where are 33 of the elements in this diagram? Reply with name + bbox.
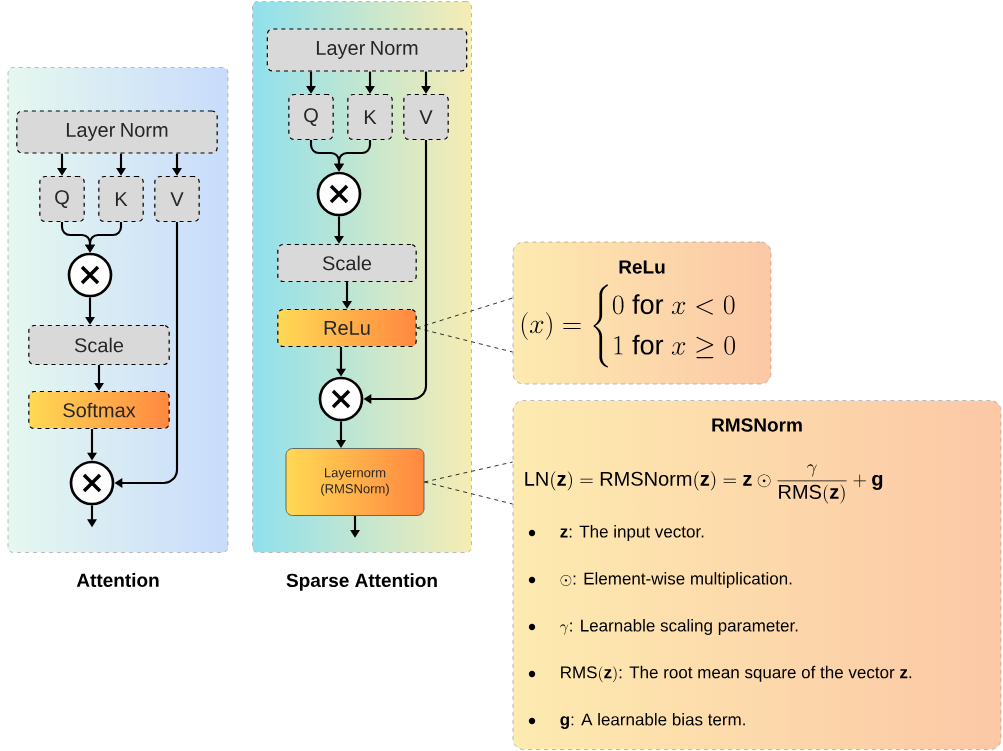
- arrow: [336, 421, 346, 448]
- process-box: K: [347, 93, 393, 141]
- bullet-item: $\mathbf{z}\text{: The input vector.}$: [528, 525, 704, 541]
- multiply-circle: [316, 171, 362, 217]
- formula: $\mathrm{LN}(\mathbf{z}) = \mathrm{RMSNorm}(\mathbf{z}) = \mathbf{z} \odot \frac{\gamma}{\mathrm{RMS}(\mathbf{z})} + \mathbf{g}$: [525, 464, 883, 504]
- process-box: V: [154, 175, 200, 223]
- leader-line: [424, 461, 514, 483]
- process-box: Layer Norm: [266, 28, 468, 72]
- process-box: Softmax: [28, 390, 170, 430]
- formula: $(x) = \begin{cases} 0 \mathrm{\ for\ } x < 0 \\ 1 \mathrm{\ for\ } x \geq 0 \end{cases}$: [521, 284, 735, 368]
- multiply-circle: [69, 460, 115, 506]
- multiply-circle: [318, 376, 364, 422]
- panel-title: Sparse Attention: [286, 573, 437, 591]
- process-box: Scale: [277, 243, 417, 283]
- leader-line: [416, 327, 514, 353]
- process-box: Layer Norm: [16, 110, 218, 154]
- bullet-item: $\odot\text{: Element-wise multiplication.}$: [528, 572, 792, 588]
- panel-title: Attention: [76, 573, 159, 587]
- process-box: Q: [288, 93, 334, 141]
- bullet-item: $\gamma\text{: Learnable scaling parameter.}$: [528, 619, 798, 635]
- bullet-item: $\mathrm{RMS}(\mathbf{z})\text{: The root mean square of the vector }\mathbf{z}\text{.}$: [528, 665, 912, 683]
- callout-title: RMSNorm: [712, 418, 802, 432]
- leader-line: [424, 481, 514, 505]
- process-box: V: [403, 93, 449, 141]
- process-box: ReLu: [277, 308, 417, 348]
- multiply-circle: [67, 252, 113, 298]
- process-box: K: [98, 175, 144, 223]
- bullet-item: $\mathbf{g}\text{: A learnable bias term.}$: [528, 713, 745, 729]
- callout-title: ReLu: [619, 260, 665, 274]
- process-box: Layernorm (RMSNorm): [285, 448, 425, 516]
- leader-line: [416, 297, 514, 329]
- process-box: Scale: [28, 324, 170, 366]
- process-box: Q: [39, 175, 85, 223]
